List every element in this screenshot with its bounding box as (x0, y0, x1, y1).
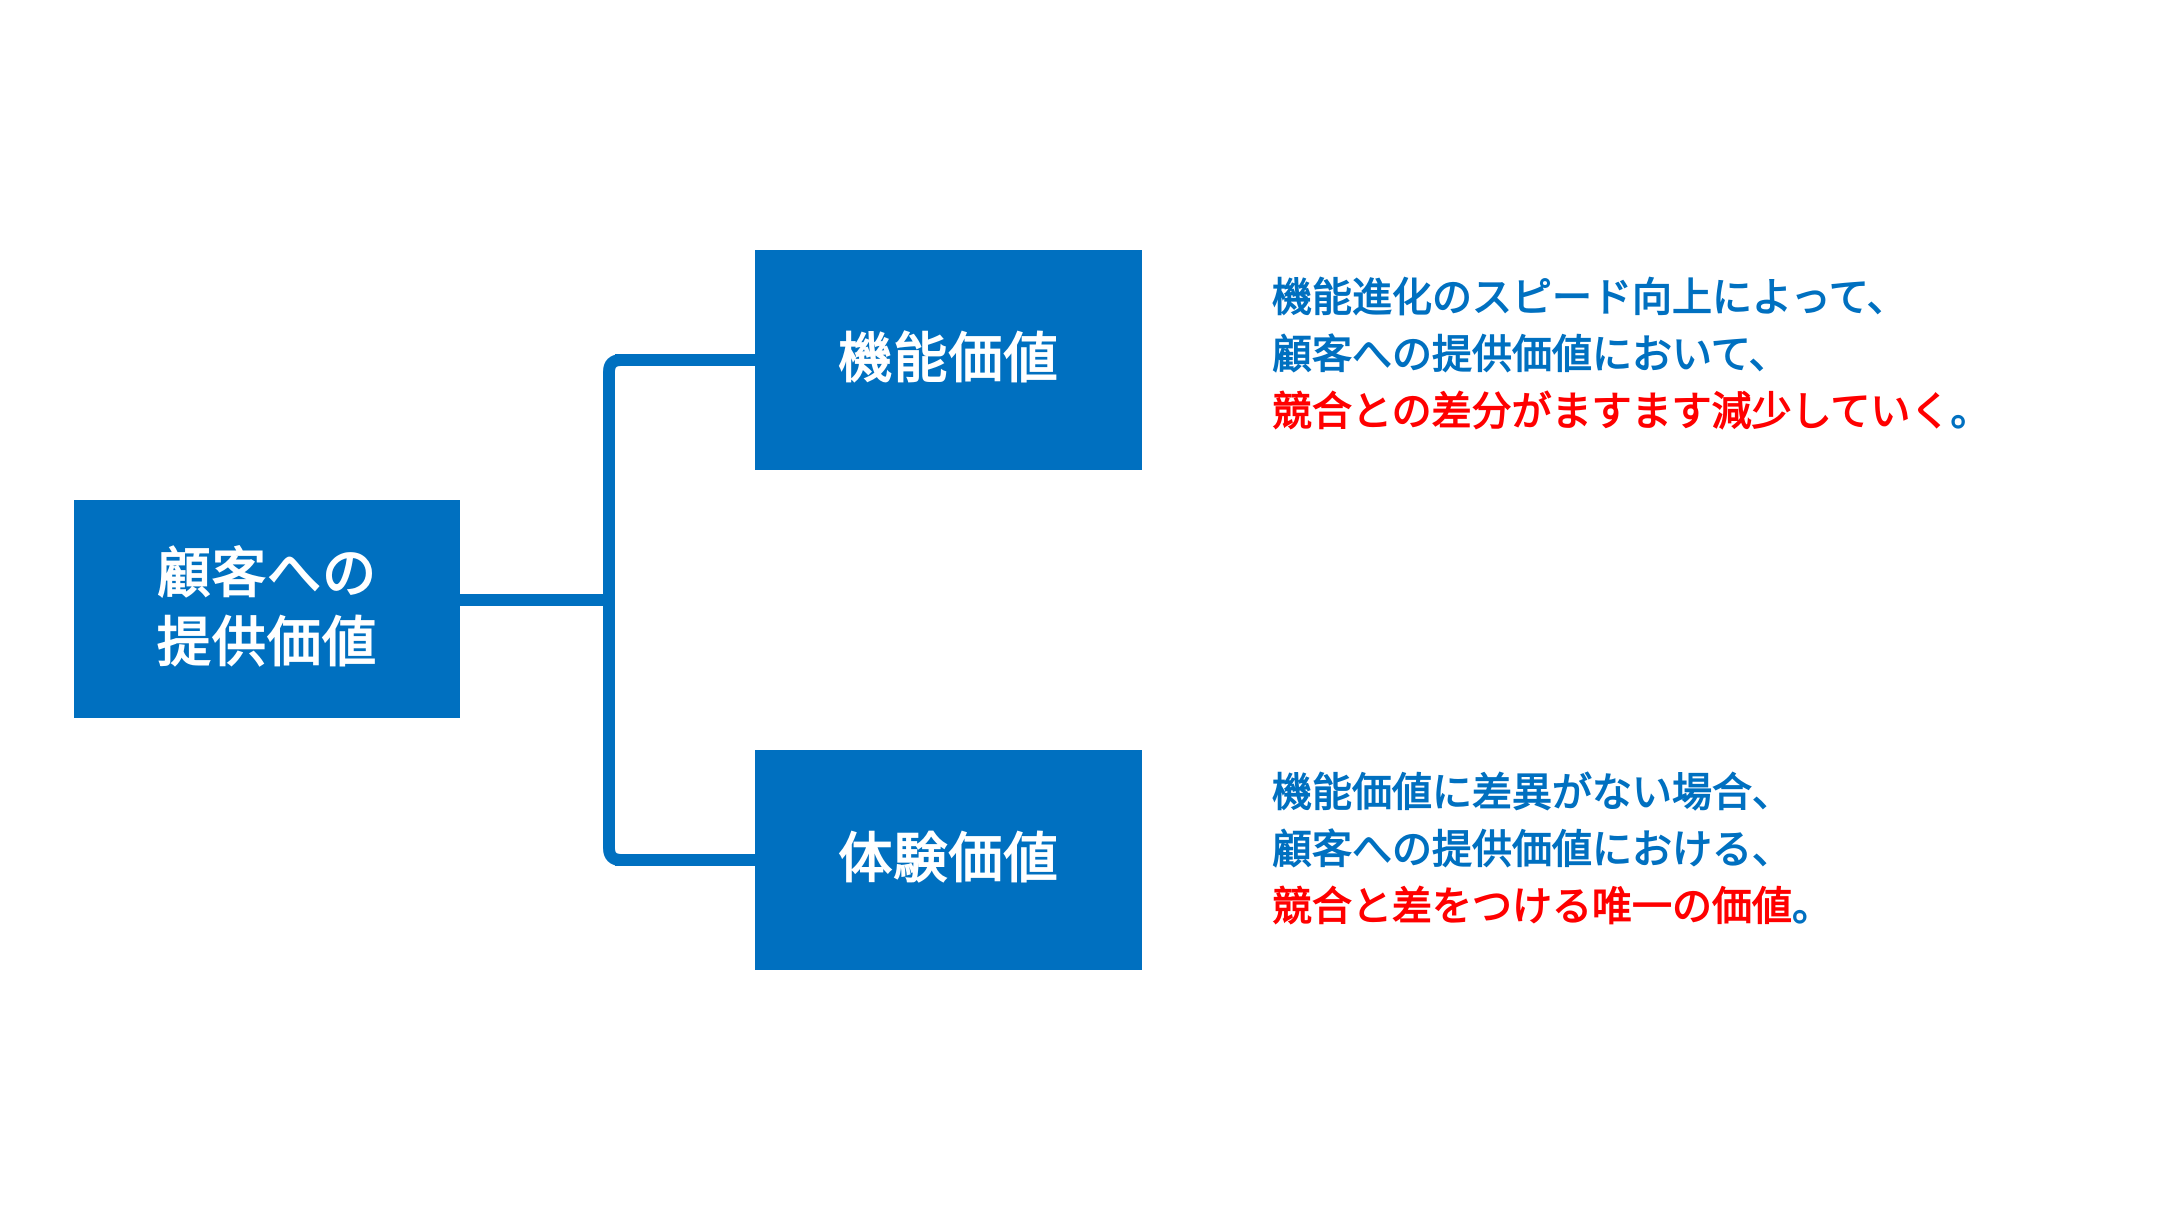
node-root-label: 顧客への 提供価値 (156, 543, 378, 673)
node-root[interactable]: 顧客への 提供価値 (74, 500, 460, 718)
node-functional-value[interactable]: 機能価値 (755, 250, 1142, 470)
annotation-functional-line-2: 顧客への提供価値において、 (1272, 332, 1789, 377)
annotation-experiential-line-1: 機能価値に差異がない場合、 (1272, 771, 1792, 815)
annotation-functional-value: 機能進化のスピード向上によって、 顧客への提供価値において、 競合との差分がます… (1272, 270, 1990, 440)
node-experiential-value-label: 体験価値 (838, 829, 1059, 890)
annotation-functional-line-1: 機能進化のスピード向上によって、 (1272, 276, 1907, 320)
annotation-experiential-line-3-text: 競合と差をつける唯一の価値 (1272, 884, 1792, 929)
annotation-functional-line-3-text: 競合との差分がますます減少していく (1272, 389, 1951, 434)
connector-bracket (440, 354, 770, 866)
annotation-experiential-line-3-period: 。 (1792, 884, 1832, 929)
annotation-functional-line-3: 競合との差分がますます減少していく。 (1272, 384, 1990, 441)
annotation-experiential-line-2: 顧客への提供価値における、 (1272, 827, 1792, 872)
connector-spine (603, 354, 770, 866)
node-functional-value-label: 機能価値 (838, 329, 1059, 390)
annotation-experiential-line-3: 競合と差をつける唯一の価値。 (1272, 879, 1832, 936)
node-experiential-value[interactable]: 体験価値 (755, 750, 1142, 970)
annotation-experiential-value: 機能価値に差異がない場合、 顧客への提供価値における、 競合と差をつける唯一の価… (1272, 765, 1832, 935)
annotation-functional-line-3-period: 。 (1950, 389, 1991, 434)
